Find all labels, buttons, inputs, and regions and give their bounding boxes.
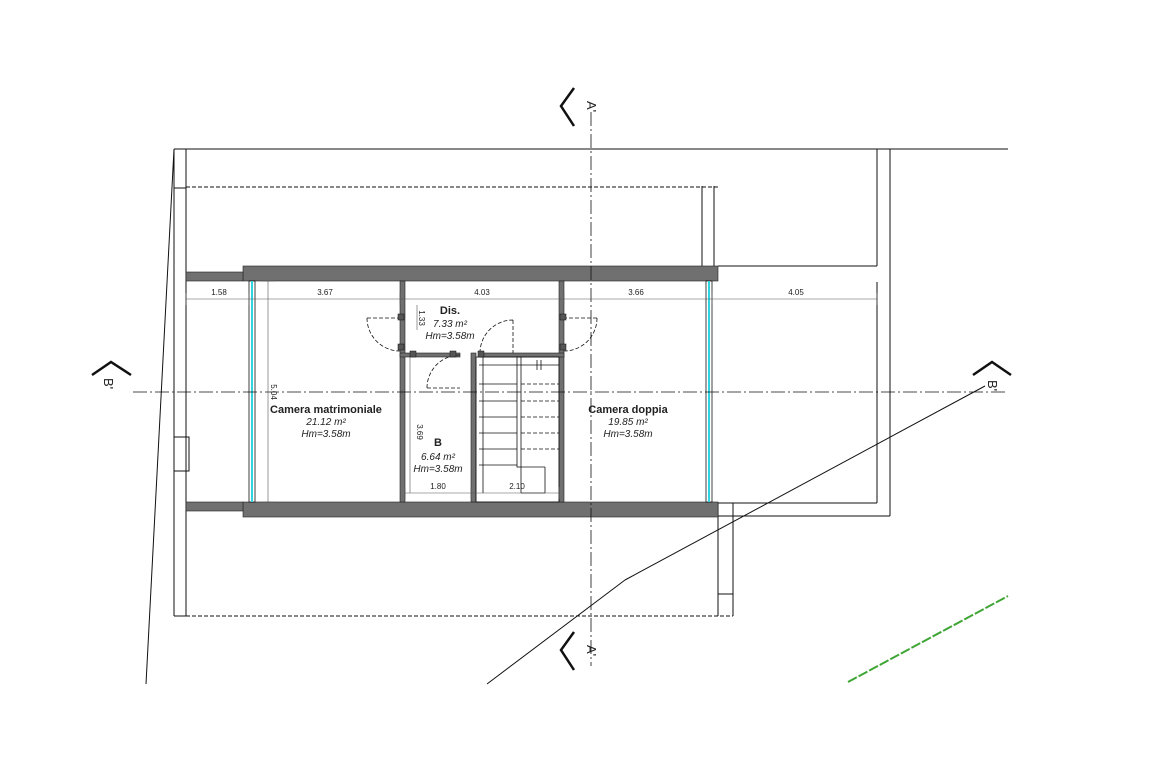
staircase: [475, 356, 560, 503]
room-doppia: Camera doppia 19.85 m² Hm=3.58m: [588, 404, 668, 440]
doors: [366, 317, 598, 389]
section-lines: [133, 112, 1008, 666]
room-area: 6.64 m²: [421, 452, 456, 463]
room-height: Hm=3.58m: [301, 429, 350, 440]
dim-left-height: 5.04: [269, 384, 278, 400]
wall-dis-stair: [479, 352, 565, 358]
dim-top-3: 4.03: [474, 288, 490, 297]
room-height: Hm=3.58m: [413, 464, 462, 475]
room-area: 19.85 m²: [608, 417, 648, 428]
section-arrow-a-bottom: [559, 631, 576, 671]
dim-bottom-stair: 2.10: [509, 482, 525, 491]
room-height: Hm=3.58m: [425, 331, 474, 342]
wall-matrimoniale-dis: [399, 280, 406, 503]
dim-top-5: 4.05: [788, 288, 804, 297]
dim-top-4: 3.66: [628, 288, 644, 297]
room-area: 7.33 m²: [433, 319, 468, 330]
room-name: B: [434, 437, 442, 449]
outer-outline: [173, 148, 1008, 617]
dim-top-1: 1.58: [211, 288, 227, 297]
section-label-b-left: B': [101, 378, 116, 389]
walls: [185, 265, 719, 518]
top-wall-left-stub: [185, 271, 244, 282]
wall-stair-left: [470, 352, 477, 503]
top-wall: [242, 265, 719, 282]
dimension-lines: [185, 280, 878, 503]
dim-bath-height: 3.69: [415, 424, 424, 440]
section-arrow-a-top: [559, 87, 576, 127]
room-matrimoniale: Camera matrimoniale 21.12 m² Hm=3.58m: [270, 404, 382, 440]
dim-top-2: 3.67: [317, 288, 333, 297]
section-label-a-top: A': [584, 101, 599, 112]
glazing: [248, 280, 713, 503]
bottom-wall: [242, 501, 719, 518]
left-side-details: [173, 281, 190, 502]
section-label-a-bottom: A': [584, 645, 599, 656]
door-jambs: [397, 313, 567, 358]
room-name: Camera doppia: [588, 404, 668, 416]
section-label-b-right: B': [985, 380, 1000, 391]
room-bagno: B 6.64 m² Hm=3.58m: [413, 437, 462, 475]
room-name: Camera matrimoniale: [270, 404, 382, 416]
green-boundary-line: [847, 595, 1009, 683]
room-name: Dis.: [440, 305, 460, 317]
terrain-lines: [145, 148, 986, 685]
room-area: 21.12 m²: [305, 417, 346, 428]
room-disimpegno: Dis. 7.33 m² Hm=3.58m: [425, 305, 474, 342]
bottom-wall-left-stub: [185, 501, 244, 512]
dim-dis-height: 1.33: [417, 310, 426, 326]
section-arrow-b-left: [91, 360, 132, 377]
section-arrow-b-right: [972, 360, 1012, 377]
section-arrows: [91, 87, 1012, 671]
room-height: Hm=3.58m: [603, 429, 652, 440]
dim-bottom-bath: 1.80: [430, 482, 446, 491]
